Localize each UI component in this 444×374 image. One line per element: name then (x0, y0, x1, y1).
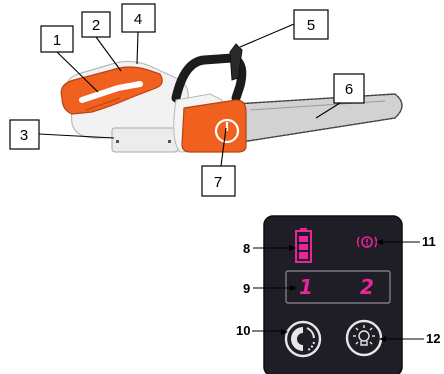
callout-1-label: 1 (53, 32, 61, 49)
warning-icon (361, 236, 373, 248)
panel-callout-9-label: 9 (243, 281, 250, 296)
callout-2: 2 (81, 11, 122, 72)
callout-4-label: 4 (134, 11, 142, 28)
callout-6: 6 (315, 73, 365, 119)
callout-7-label: 7 (214, 174, 222, 191)
callout-6-label: 6 (345, 81, 353, 98)
chain-brake (229, 43, 243, 81)
speed-level-1: 1 (299, 275, 313, 299)
speed-level-2: 2 (360, 275, 374, 299)
panel-callout-12: 12 (379, 331, 440, 346)
panel-callout-10: 10 (236, 323, 288, 338)
power-mode-icon (291, 327, 303, 351)
control-panel: 1 2 (263, 215, 403, 374)
battery-pack (111, 127, 179, 153)
battery-icon (295, 230, 312, 263)
callout-2-label: 2 (92, 17, 100, 34)
panel-callout-10-label: 10 (236, 323, 250, 338)
control-panel-body (263, 215, 403, 374)
speed-level-display: 1 2 (285, 270, 391, 304)
callout-3-label: 3 (20, 127, 28, 144)
battery-icon-terminal (300, 228, 307, 231)
panel-callout-11: 11 (376, 234, 436, 249)
callout-5-label: 5 (307, 17, 315, 34)
callout-5: 5 (239, 9, 329, 48)
panel-callout-11-label: 11 (422, 234, 436, 249)
battery-indicator (295, 228, 312, 263)
guide-bar (234, 93, 403, 144)
panel-callout-12-label: 12 (426, 331, 440, 346)
chainsaw-illustration (60, 43, 403, 153)
light-button[interactable] (345, 319, 383, 357)
callout-1: 1 (40, 25, 99, 93)
lightbulb-icon (353, 325, 375, 346)
panel-callout-8-label: 8 (243, 241, 250, 256)
panel-callout-8: 8 (243, 241, 296, 256)
callout-3: 3 (9, 119, 115, 150)
callout-7: 7 (201, 127, 236, 197)
power-mode-button[interactable] (284, 320, 322, 358)
panel-callout-9: 9 (243, 281, 297, 296)
callout-4: 4 (121, 3, 156, 65)
